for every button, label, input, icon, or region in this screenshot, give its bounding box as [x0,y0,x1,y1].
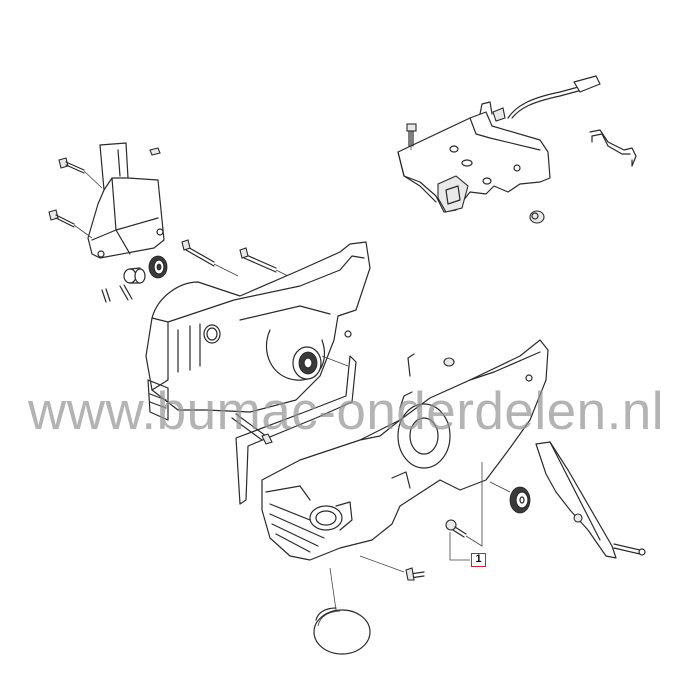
gasket [235,355,357,505]
bolt-part-1 [445,462,483,561]
fan-side-bracket [87,142,165,259]
bolts-bracket [48,157,103,239]
hose-connector [589,129,637,167]
chain-guard-plate [535,441,646,559]
right-crankcase-half [261,339,549,561]
rubber-plug [529,210,545,224]
wiring-harness [492,75,601,122]
bolt-lower [359,555,425,581]
round-cap [313,567,371,655]
left-crankcase-half [145,241,371,421]
bearing [148,255,168,279]
seal-ring [489,481,531,514]
callout-label-1: 1 [471,553,486,567]
long-bolt [231,413,273,445]
bolt-top-cover [406,123,417,150]
top-cover-plate [397,101,551,213]
bushing [123,267,146,284]
